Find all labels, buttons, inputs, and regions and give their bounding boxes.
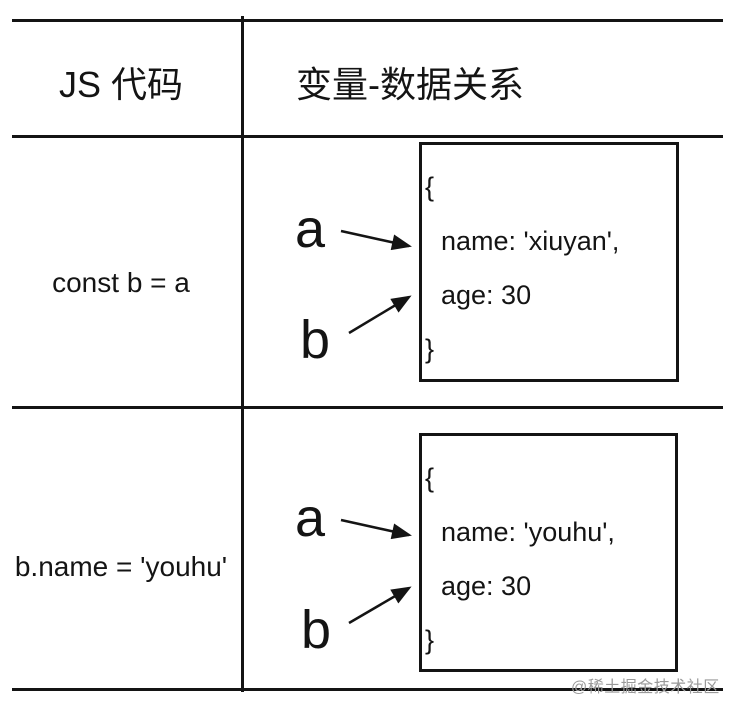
header-relation-label: 变量-数据关系 (296, 64, 524, 105)
watermark: @稀土掘金技术社区 (571, 679, 720, 696)
row2-object-property-name: name: 'youhu', (441, 516, 615, 547)
header-cell-variable-data-relation: 变量-数据关系 (296, 20, 524, 136)
row1-object-property-age: age: 30 (441, 279, 532, 310)
row1-object-property-name: name: 'xiuyan', (441, 225, 620, 256)
row1-arrow-b-to-object (348, 295, 412, 335)
table-column-divider (241, 16, 244, 692)
table-border-row-divider (12, 406, 723, 409)
row1-object-brace-open: { (425, 171, 435, 202)
row2-variable-b-label: b (300, 600, 332, 660)
row1-arrow-a-to-object (340, 229, 412, 251)
row1-object-brace-close: } (425, 333, 435, 364)
row2-variable-a-label: a (294, 488, 326, 548)
row1-variable-a-label: a (294, 199, 326, 259)
header-js-code-label: JS 代码 (58, 64, 183, 105)
row1-code-label: const b = a (52, 267, 190, 298)
row1-variable-b-label: b (299, 310, 331, 370)
row2-object-property-age: age: 30 (441, 570, 532, 601)
table-border-bottom (12, 688, 723, 691)
row2-object-box: { name: 'youhu', age: 30 } (419, 433, 678, 672)
header-cell-js-code: JS 代码 (0, 20, 242, 136)
table-border-header-bottom (12, 135, 723, 138)
row2-arrow-b-to-object (348, 586, 412, 625)
table-border-top (12, 19, 723, 22)
row1-object-box: { name: 'xiuyan', age: 30 } (419, 142, 679, 382)
row2-code-label: b.name = 'youhu' (14, 551, 228, 582)
row2-object-brace-close: } (425, 624, 435, 655)
row2-object-brace-open: { (425, 462, 435, 493)
row2-arrow-a-to-object (340, 518, 412, 540)
